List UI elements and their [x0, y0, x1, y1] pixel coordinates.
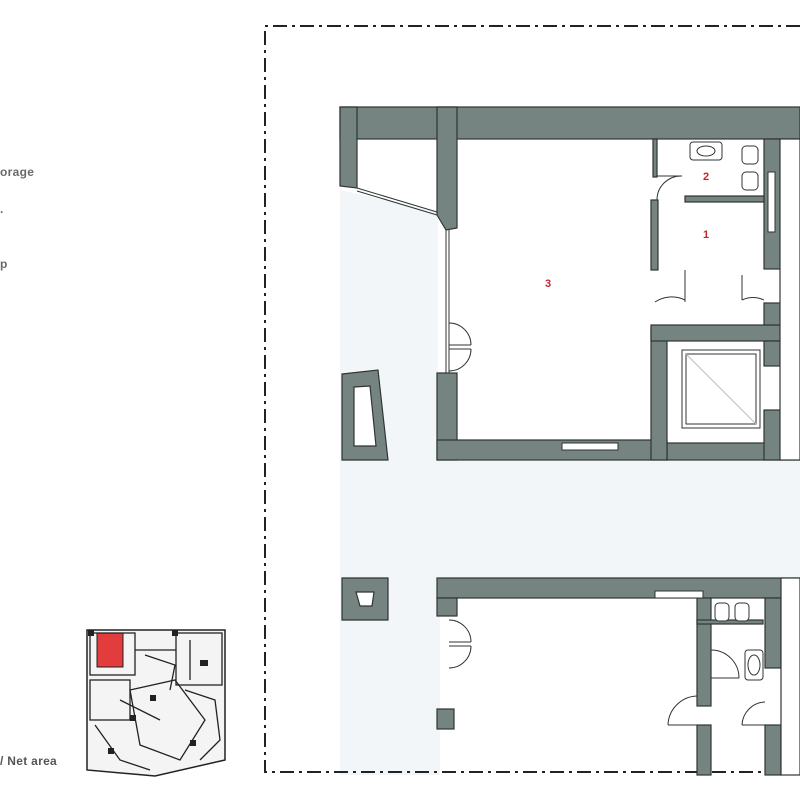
bathroom-fixtures	[689, 141, 764, 681]
lower-walls	[436, 577, 800, 776]
legend-dot-label: ·	[0, 205, 5, 219]
radiators	[561, 171, 776, 599]
legend-p-label: p	[0, 257, 8, 271]
doors	[448, 175, 766, 726]
key-plan	[86, 629, 226, 777]
room-labels: 1 2 3	[545, 171, 709, 290]
legend-storage-label: orage	[0, 165, 35, 179]
site-boundary	[264, 25, 800, 773]
pillars	[341, 369, 455, 730]
room-number-2: 2	[703, 171, 709, 183]
room-number-3: 3	[545, 278, 551, 290]
corridor-area	[340, 190, 800, 775]
net-area-label: / Net area	[0, 754, 58, 768]
lift	[681, 349, 761, 429]
room-number-1: 1	[703, 229, 709, 241]
key-plan-highlight	[96, 632, 124, 668]
